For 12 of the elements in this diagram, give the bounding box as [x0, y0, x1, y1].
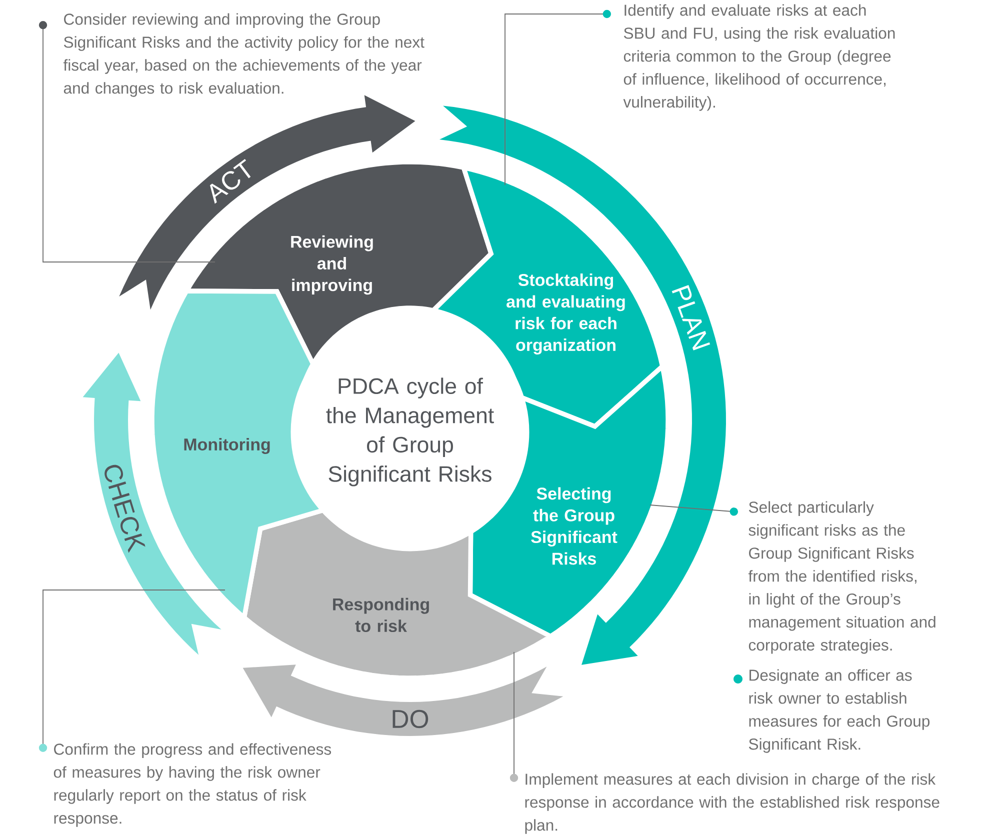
- note-text: Consider reviewing and improving the Group Significant Risks and the activity policy for the next fiscal year, based on the achievements of the year and changes to risk evaluation.: [63, 13, 424, 97]
- leader-line: [38, 20, 216, 262]
- note-text: Designate an officer as risk owner to establish measures for each Group Significant Risk.: [734, 669, 930, 753]
- note-text: Select particularly significant risks as the Group Significant Risks from the identified risks, in light of the Group’s management situation and corporate strategies.: [748, 501, 936, 654]
- leader-line: [510, 652, 518, 782]
- leader-line: [504, 10, 611, 186]
- phase-band: DO: [242, 664, 564, 736]
- node-label: CHECK: [104, 464, 146, 553]
- note-text: Implement measures at each division in charge of the risk response in accordance with the established risk response plan.: [525, 773, 940, 834]
- leader-line: [650, 504, 738, 516]
- leader-line: [38, 590, 226, 752]
- note-text: Confirm the progress and effectiveness of measures by having the risk owner regularly report on the status of risk response.: [54, 743, 332, 827]
